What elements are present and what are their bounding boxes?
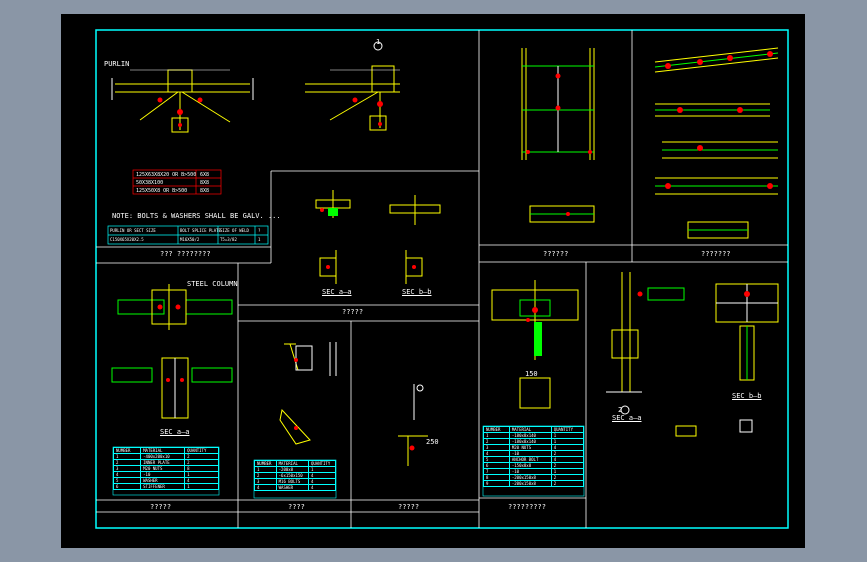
- wide-table-h3: SIZE OF WELD: [220, 228, 249, 233]
- general-note: NOTE: BOLTS & WASHERS SHALL BE GALV. ...: [112, 212, 281, 220]
- small-table-row3-c2: 8X8: [200, 188, 210, 194]
- beam-column-joint: [111, 284, 233, 419]
- truss-joint-left: [111, 69, 254, 133]
- small-table-row2-c2: 8X8: [200, 180, 210, 186]
- panel-title-8: ?????????: [508, 503, 546, 511]
- table-cell: 4: [307, 484, 337, 491]
- panel-title-1: ??? ????????: [160, 250, 211, 258]
- sag-rod-detail: [398, 384, 428, 466]
- wide-table-r1c4: 1: [258, 237, 261, 242]
- small-table-frame: [132, 169, 222, 195]
- panel-title-5: ?????: [150, 503, 172, 511]
- bracing-gusset: [279, 342, 337, 445]
- panel-dividers: [96, 30, 788, 528]
- small-table-row1-c1: 125X63X8X20 OR B>500: [136, 172, 197, 178]
- table-cell: 4: [254, 484, 277, 491]
- circle-label-1: 1: [376, 38, 381, 46]
- section-label-aa-1: SEC a—a: [322, 288, 352, 296]
- table-cell: 6: [112, 483, 142, 490]
- column-base-left: [491, 280, 579, 409]
- panel-title-4: ??????: [543, 250, 569, 258]
- purlin-sections: [315, 190, 441, 284]
- wide-table-frame: [107, 225, 269, 245]
- section-label-bb-3: SEC b—b: [732, 392, 762, 400]
- panel-title-3: ???????: [701, 250, 731, 258]
- purlin-label: PURLIN: [104, 60, 130, 68]
- wide-table-h2: BOLT SPLICE PLATE: [180, 228, 221, 233]
- section-label-bb-1: SEC b—b: [402, 288, 432, 296]
- panel-title-2: ?????: [342, 308, 364, 316]
- wide-table-r1c1: C150X65X20X2.5: [110, 237, 144, 242]
- size-250-label: 250: [426, 438, 439, 446]
- steel-column-label: STEEL COLUMN: [187, 280, 238, 288]
- table-cell: STIFFENER: [140, 483, 186, 490]
- wide-table-r1c2: M16X50/2: [180, 237, 200, 242]
- size-150-label: 150: [525, 370, 538, 378]
- table-cell: WASHER: [275, 484, 309, 491]
- table-cell: -200x150x8: [508, 480, 552, 487]
- wide-table-h4: ?: [258, 228, 261, 233]
- table-cell: 9: [483, 480, 510, 487]
- column-splice: [521, 48, 595, 223]
- table-cell: 2: [550, 480, 585, 487]
- panel-title-7: ?????: [398, 503, 420, 511]
- ridge-base-detail: [606, 272, 779, 437]
- small-table-row2-c1: 50X38X100: [136, 180, 164, 186]
- small-table-row3-c1: 125X50X8 OR B>500: [136, 188, 188, 194]
- purlin-lap-details: [654, 47, 779, 239]
- circle-label-2: 2: [618, 406, 623, 414]
- truss-joint-right: [305, 41, 400, 131]
- section-label-aa-2: SEC a—a: [160, 428, 190, 436]
- small-table-row1-c2: 6X8: [200, 172, 210, 178]
- panel-title-6: ????: [288, 503, 305, 511]
- table-cell: 1: [184, 483, 219, 490]
- section-label-aa-3: SEC a—a: [612, 414, 642, 422]
- wide-table-h1: PURLIN OR SECT SIZE: [110, 228, 156, 233]
- sheet-border: [95, 29, 789, 529]
- wide-table-r1c3: T5=3/82: [220, 237, 237, 242]
